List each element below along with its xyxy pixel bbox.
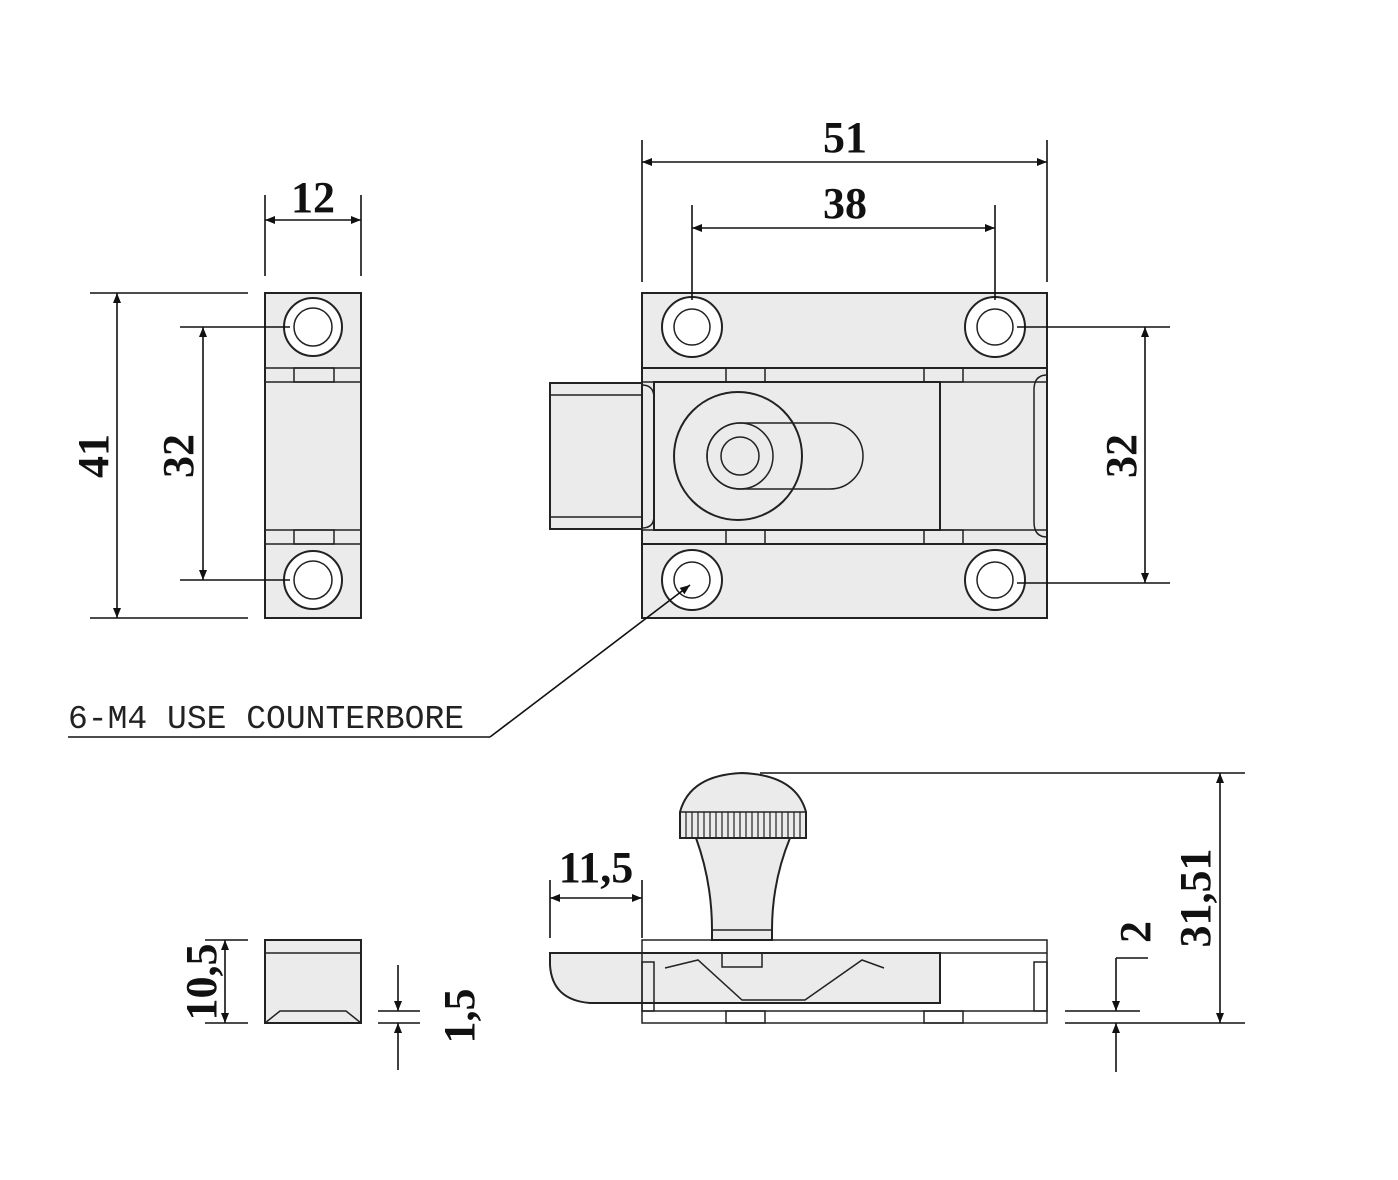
dim-base-gap: 2 [1065,921,1160,1072]
latch-hole-top-left [661,296,723,358]
knurl-pattern [685,812,801,838]
dim-hole-spacing-vertical-label: 32 [1097,434,1146,478]
latch-front-view [549,292,1048,619]
keeper-top-view [264,292,362,619]
dim-overall-height-label: 31,51 [1171,849,1220,948]
dim-keeper-width: 12 [264,173,362,276]
dim-keeper-height: 41 [69,292,248,619]
dim-hole-spacing-vertical: 32 [1017,326,1170,584]
dim-plate-thickness: 1,5 [378,965,484,1070]
dim-bolt-projection: 11,5 [549,843,643,938]
dim-keeper-hole-spacing-label: 32 [154,434,203,478]
dim-keeper-depth-label: 10,5 [177,944,226,1021]
dim-keeper-depth: 10,5 [177,939,248,1024]
dim-overall-width: 51 [641,113,1048,282]
latch-hole-top-right [964,296,1026,358]
dim-keeper-width-label: 12 [291,173,335,222]
counterbore-callout: 6-M4 USE COUNTERBORE [68,584,691,738]
latch-hole-bottom-right [964,549,1026,611]
keeper-side-view [264,939,362,1024]
dim-hole-spacing-horizontal-label: 38 [823,179,867,228]
counterbore-note: 6-M4 USE COUNTERBORE [68,701,464,738]
latch-hole-bottom-left [661,549,723,611]
keeper-hole-top [283,297,343,357]
dim-hole-spacing-horizontal: 38 [691,179,996,300]
dim-keeper-hole-spacing: 32 [154,326,290,581]
dim-bolt-projection-label: 11,5 [559,843,634,892]
dim-overall-width-label: 51 [823,113,867,162]
dim-plate-thickness-label: 1,5 [435,989,484,1044]
dim-base-gap-label: 2 [1111,921,1160,943]
dim-keeper-height-label: 41 [69,434,118,478]
latch-side-view [549,771,1048,1024]
dim-overall-height: 31,51 [760,772,1245,1024]
keeper-hole-bottom [283,550,343,610]
